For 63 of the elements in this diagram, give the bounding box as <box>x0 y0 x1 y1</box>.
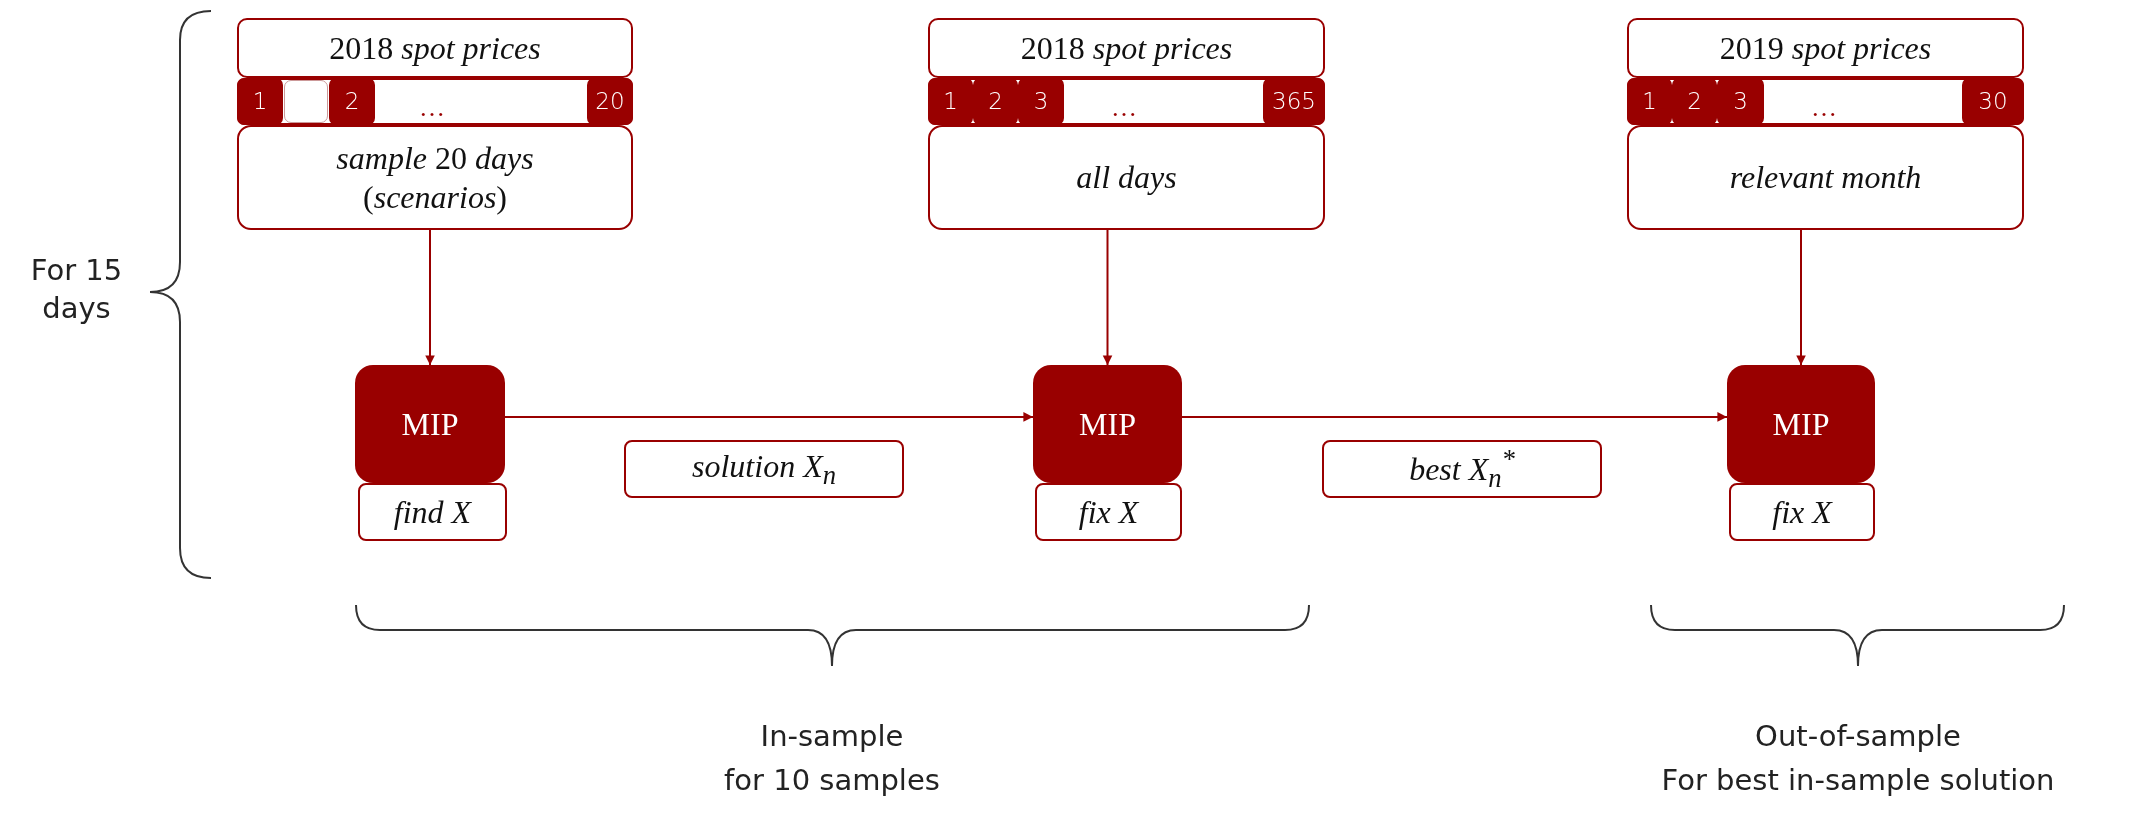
model-name: MIP <box>401 404 459 444</box>
day-number: 3 <box>1733 87 1748 116</box>
data-source-box <box>237 18 633 78</box>
ellipsis: … <box>1111 95 1137 121</box>
data-source-box <box>928 18 1325 78</box>
day-cell <box>1962 78 2024 125</box>
day-number: 1 <box>943 87 958 116</box>
box-text: fix X <box>1772 492 1832 532</box>
model-name: MIP <box>1079 404 1136 444</box>
day-strip <box>928 78 1325 125</box>
group-label: For best in-sample solution <box>1660 762 2056 799</box>
day-number: 30 <box>1978 87 2008 116</box>
model-box <box>1727 365 1875 483</box>
label-box <box>1322 440 1602 498</box>
arrow <box>1102 229 1113 366</box>
day-number: 20 <box>595 87 625 116</box>
day-cell <box>329 78 375 125</box>
box-text: find X <box>393 492 472 532</box>
box-text: all days <box>1076 158 1177 197</box>
ellipsis: … <box>419 95 445 121</box>
day-number: 2 <box>1687 87 1702 116</box>
day-selection-box <box>237 125 633 230</box>
day-strip <box>1627 78 2024 125</box>
model-box <box>355 365 505 483</box>
day-strip <box>237 78 633 125</box>
label-box <box>624 440 904 498</box>
arrow <box>504 412 1034 422</box>
group-label: In-sample <box>759 718 905 755</box>
box-text: sample 20 days (scenarios) <box>335 139 535 216</box>
model-name: MIP <box>1772 404 1830 444</box>
day-number: 1 <box>1642 87 1657 116</box>
day-cell <box>237 78 283 125</box>
box-text: fix X <box>1078 492 1139 532</box>
ellipsis: … <box>1811 95 1837 121</box>
label-box <box>358 483 507 541</box>
arrow <box>1796 229 1806 366</box>
day-number: 2 <box>988 87 1003 116</box>
day-cell <box>1018 78 1064 125</box>
day-number: 2 <box>344 87 360 116</box>
day-cell <box>1627 78 1672 125</box>
day-cell <box>1263 78 1325 125</box>
day-number: 365 <box>1272 87 1316 116</box>
group-label: for 10 samples <box>723 762 941 799</box>
label-box <box>1035 483 1182 541</box>
box-text: relevant month <box>1729 158 1922 197</box>
arrow <box>1181 412 1728 422</box>
box-text: 2018 spot prices <box>329 28 541 68</box>
group-label: For 15 days <box>29 252 124 327</box>
day-number: 3 <box>1033 87 1049 116</box>
day-cell <box>1717 78 1764 125</box>
day-number: 1 <box>252 87 268 116</box>
box-text: solution X$_{n}$ <box>692 446 836 492</box>
day-cell <box>928 78 973 125</box>
label-box <box>1729 483 1875 541</box>
data-source-box <box>1627 18 2024 78</box>
model-box <box>1033 365 1182 483</box>
day-cell <box>587 78 633 125</box>
arrow <box>425 229 435 366</box>
box-text: 2019 spot prices <box>1719 28 1932 68</box>
box-text: 2018 spot prices <box>1020 28 1233 68</box>
day-selection-box <box>928 125 1325 230</box>
day-selection-box <box>1627 125 2024 230</box>
group-label: Out-of-sample <box>1754 718 1962 755</box>
